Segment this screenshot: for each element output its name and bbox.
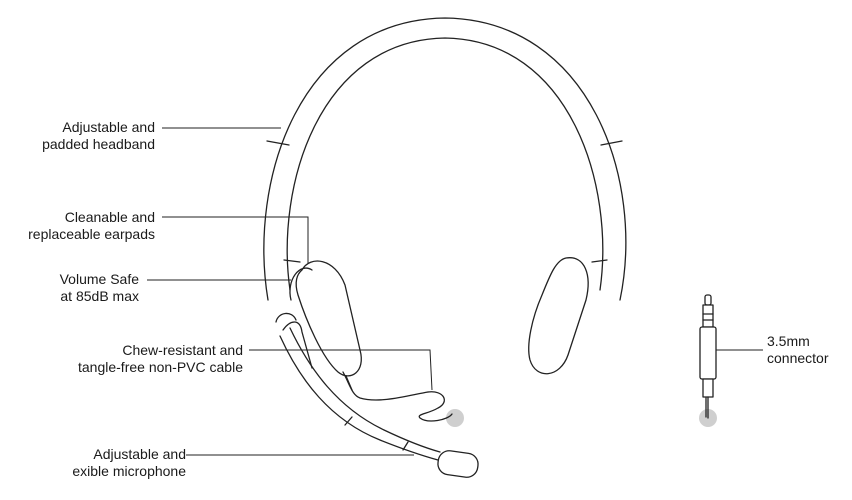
cable-leader [249,349,433,391]
microphone-callout-line2: exible microphone [72,463,186,479]
headband-callout-line2: padded headband [42,136,155,152]
cable-callout-line2: tangle-free non-PVC cable [78,359,243,375]
earpads-callout-line1: Cleanable and [64,209,155,225]
earpads-callout: Cleanable and replaceable earpads [28,209,155,243]
earpads-leader [162,216,309,263]
cable [342,371,453,422]
connector-callout: 3.5mm connector [767,333,828,367]
earpads-callout-line2: replaceable earpads [28,226,155,242]
microphone-boom [275,312,479,478]
headband-callout: Adjustable and padded headband [42,119,155,153]
microphone-callout: Adjustable and exible microphone [72,446,186,480]
headband-callout-line1: Adjustable and [62,119,155,135]
connector-plug [699,294,717,419]
headband [263,17,627,301]
connector-callout-line1: 3.5mm [767,333,810,349]
cable-callout: Chew-resistant and tangle-free non-PVC c… [78,342,243,376]
left-earcup [289,260,362,377]
cable-end-shadow [446,409,464,427]
connector-callout-line2: connector [767,350,829,366]
volume-callout: Volume Safe at 85dB max [60,271,139,305]
leader-lines [147,127,763,456]
microphone-callout-line1: Adjustable and [93,446,186,462]
cable-callout-line1: Chew-resistant and [122,342,243,358]
volume-callout-line1: Volume Safe [59,271,139,287]
volume-callout-line2: at 85dB max [60,288,139,304]
right-earcup [528,257,589,375]
